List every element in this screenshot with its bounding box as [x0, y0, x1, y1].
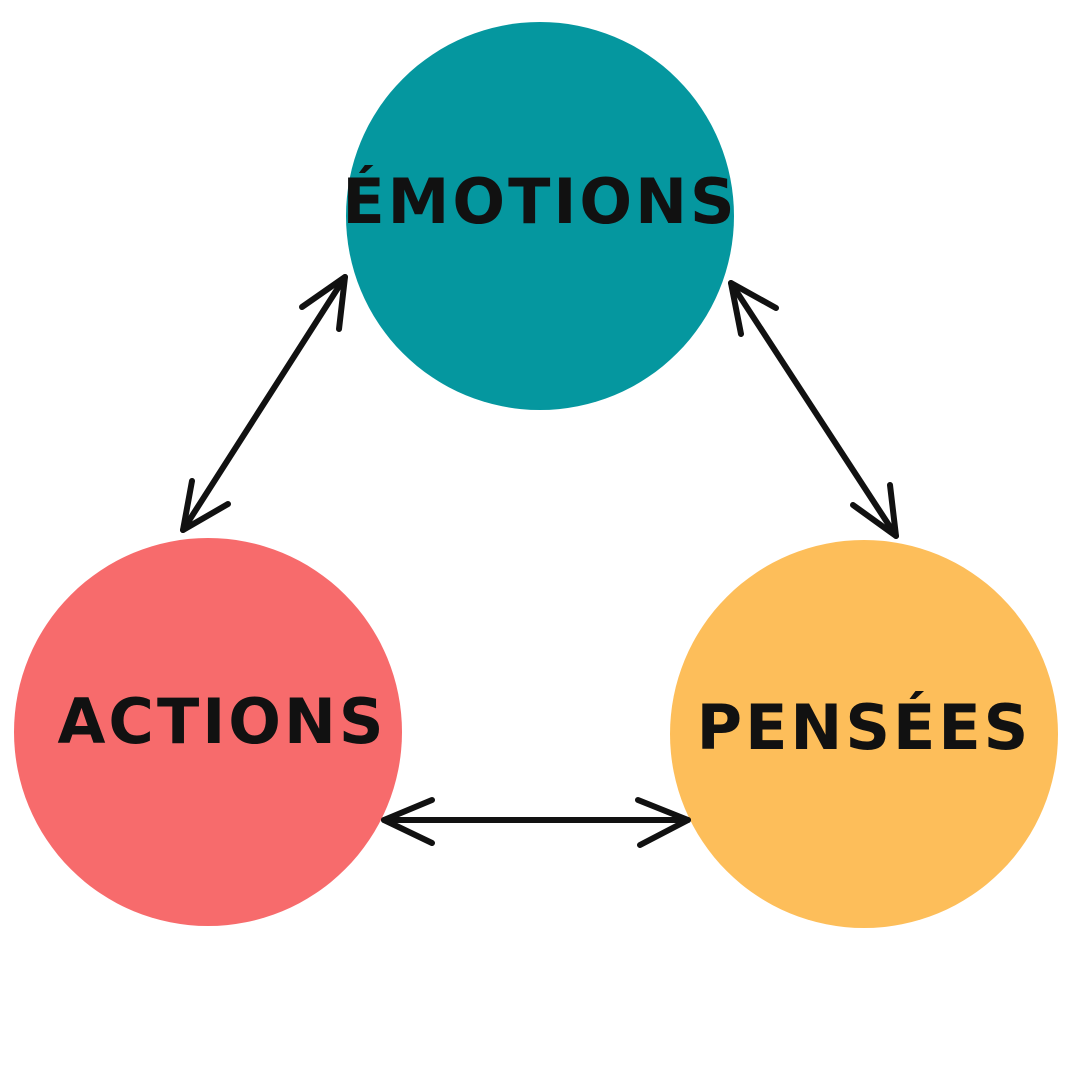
arrow-emotions-actions-head-top: [299, 274, 348, 332]
emotions-circle: ÉMOTIONS: [342, 22, 735, 410]
arrow-actions-pensees-head-left: [381, 797, 435, 846]
arrow-emotions-actions-shaft: [180, 274, 348, 533]
pensees-label: PENSÉES: [696, 691, 1032, 764]
emotions-label: ÉMOTIONS: [342, 165, 738, 238]
arrow-emotions-actions: [180, 274, 348, 533]
arrow-emotions-pensees-head-top: [728, 280, 779, 337]
arrow-emotions-pensees-head-bottom: [850, 482, 899, 539]
arrow-emotions-pensees-shaft: [728, 280, 899, 539]
arrow-actions-pensees: [381, 797, 691, 848]
actions-circle: ACTIONS: [14, 538, 402, 926]
pensees-circle: PENSÉES: [670, 540, 1058, 928]
arrow-emotions-actions-head-bottom: [180, 478, 231, 533]
arrow-emotions-pensees: [728, 280, 899, 539]
actions-label: ACTIONS: [57, 685, 387, 758]
arrow-actions-pensees-head-right: [635, 797, 691, 848]
